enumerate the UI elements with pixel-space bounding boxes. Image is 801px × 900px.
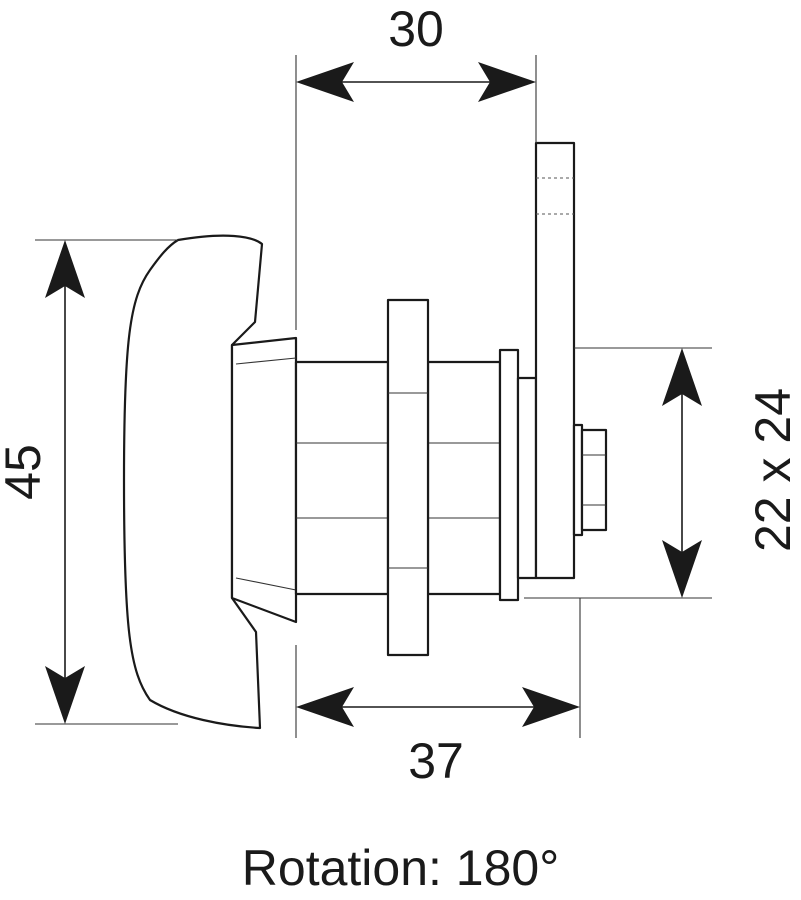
- hex-nut: [386, 298, 430, 657]
- dimension-cam-size: 22 x 24: [662, 348, 801, 598]
- lock-collar: [230, 336, 298, 624]
- arrow-down-icon: [45, 666, 85, 724]
- extension-lines: [35, 55, 712, 738]
- arrow-up-icon: [45, 240, 85, 298]
- dimension-bottom-width: 37: [296, 687, 580, 789]
- lock-handle: [122, 234, 264, 730]
- arrow-right-icon: [478, 62, 536, 102]
- dimension-label-cam-size: 22 x 24: [745, 388, 801, 552]
- washer: [498, 348, 538, 602]
- arrow-left-icon: [296, 687, 354, 727]
- arrow-up-icon: [662, 348, 702, 406]
- dimension-top-width: 30: [296, 1, 536, 102]
- dimension-height: 45: [0, 240, 85, 724]
- dimension-label-height: 45: [0, 444, 51, 500]
- arrow-right-icon: [522, 687, 580, 727]
- dimension-label-top: 30: [388, 1, 444, 57]
- arrow-left-icon: [296, 62, 354, 102]
- cam-arm: [534, 141, 576, 580]
- arrow-down-icon: [662, 540, 702, 598]
- rotation-caption: Rotation: 180°: [241, 840, 560, 896]
- dimension-label-bottom: 37: [408, 733, 464, 789]
- retaining-screw: [572, 423, 608, 537]
